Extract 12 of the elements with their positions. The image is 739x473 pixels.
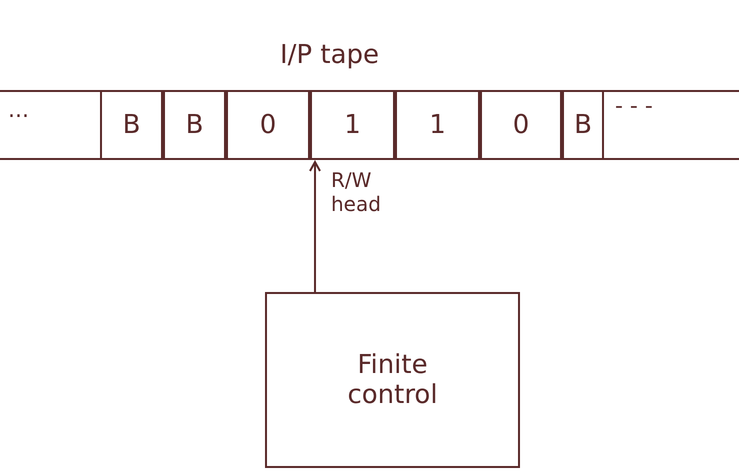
tape-cell: B — [562, 92, 604, 158]
tape-cell: B — [100, 92, 163, 158]
control-box: Finite control — [265, 292, 520, 468]
tape-cell: 1 — [310, 92, 395, 158]
tape-cell: 0 — [480, 92, 562, 158]
arrow — [309, 161, 321, 292]
tape-cell: B — [163, 92, 226, 158]
tape-cell: 1 — [395, 92, 480, 158]
ellipsis: ... — [8, 98, 29, 123]
ellipsis: - - - — [615, 94, 653, 119]
tape-title: I/P tape — [280, 40, 379, 70]
tape-cell: 0 — [226, 92, 310, 158]
